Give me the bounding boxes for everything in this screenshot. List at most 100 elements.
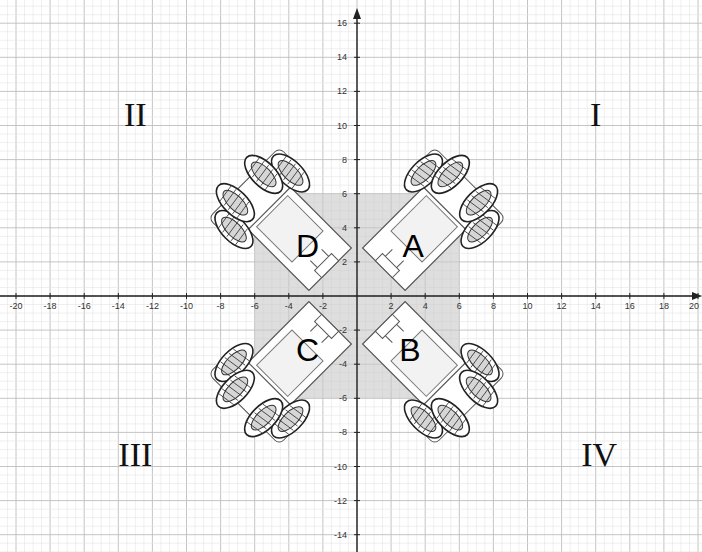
tick-mark	[595, 293, 596, 299]
wheel	[453, 177, 504, 228]
grid-line	[0, 500, 702, 501]
tick-mark	[354, 330, 360, 331]
axis-tick-label: -2	[319, 301, 327, 311]
robot-label: B	[399, 332, 420, 369]
robot-label: D	[296, 228, 319, 265]
tick-mark	[354, 398, 360, 399]
axis-tick-label: 12	[337, 86, 347, 96]
wheel	[238, 392, 289, 443]
robot-gripper	[375, 254, 399, 278]
wheel	[210, 364, 261, 415]
axis-tick-label: 8	[491, 301, 496, 311]
tick-mark	[186, 293, 187, 299]
axis-tick-label: -2	[339, 325, 347, 335]
wheel	[425, 149, 476, 200]
axis-tick-label: 16	[625, 301, 635, 311]
tick-mark	[220, 293, 221, 299]
grid-line	[0, 91, 702, 92]
quadrant-label: III	[118, 436, 152, 474]
axis-tick-label: 18	[659, 301, 669, 311]
axis-tick-label: -14	[334, 530, 347, 540]
axis-tick-label: 6	[342, 189, 347, 199]
axis-tick-label: -12	[146, 301, 159, 311]
tick-mark	[118, 293, 119, 299]
robot-label: A	[403, 228, 424, 265]
axis-tick-label: 20	[689, 301, 699, 311]
tick-mark	[527, 293, 528, 299]
tick-mark	[629, 293, 630, 299]
axis-tick-label: 4	[423, 301, 428, 311]
tick-mark	[391, 293, 392, 299]
wheel	[453, 364, 504, 415]
axis-tick-label: 10	[522, 301, 532, 311]
grid-line	[0, 159, 702, 160]
axis-arrow	[353, 8, 361, 19]
grid-line	[0, 423, 702, 424]
tick-mark	[84, 293, 85, 299]
grid-line	[0, 534, 702, 535]
grid-line	[0, 432, 702, 433]
robot-arm	[347, 286, 518, 457]
robot-label: C	[296, 332, 319, 369]
grid-line	[0, 483, 702, 484]
tick-mark	[425, 293, 426, 299]
wheel	[425, 392, 476, 443]
grid-line	[0, 31, 702, 32]
axis-tick-label: -18	[44, 301, 57, 311]
axis-tick-label: 16	[337, 18, 347, 28]
grid-line	[0, 82, 702, 83]
axis-tick-label: -6	[251, 301, 259, 311]
wheel	[210, 177, 261, 228]
tick-mark	[493, 293, 494, 299]
tick-mark	[254, 293, 255, 299]
tick-mark	[288, 293, 289, 299]
tick-mark	[561, 293, 562, 299]
tick-mark	[152, 293, 153, 299]
axis-tick-label: -8	[339, 427, 347, 437]
robot-arm	[196, 286, 367, 457]
axis-tick-label: -6	[339, 393, 347, 403]
tick-mark	[354, 159, 360, 160]
tick-mark	[16, 293, 17, 299]
grid-line	[0, 142, 702, 143]
tick-mark	[354, 364, 360, 365]
quadrant-label: II	[124, 96, 147, 134]
grid-line	[0, 415, 702, 416]
grid-line	[0, 6, 702, 7]
axis-tick-label: 10	[337, 121, 347, 131]
axis-tick-label: 4	[342, 223, 347, 233]
axis-tick-label: -14	[112, 301, 125, 311]
tick-mark	[663, 293, 664, 299]
grid-line	[0, 48, 702, 49]
tick-mark	[354, 91, 360, 92]
axis-tick-label: -10	[334, 462, 347, 472]
grid-line	[0, 296, 702, 297]
tick-mark	[698, 293, 699, 299]
grid-line	[0, 151, 702, 152]
axis-tick-label: -20	[9, 301, 22, 311]
grid-line	[0, 65, 702, 66]
grid-line	[0, 517, 702, 518]
grid-line	[0, 57, 702, 58]
axis-tick-label: 8	[342, 155, 347, 165]
tick-mark	[354, 57, 360, 58]
grid-line	[0, 492, 702, 493]
tick-mark	[354, 432, 360, 433]
grid-line	[357, 0, 358, 552]
axis-tick-label: 14	[591, 301, 601, 311]
robot-arm	[196, 135, 367, 306]
tick-mark	[354, 227, 360, 228]
axis-tick-label: 12	[557, 301, 567, 311]
axis-tick-label: -4	[339, 359, 347, 369]
axis-tick-label: -8	[217, 301, 225, 311]
axes	[0, 8, 702, 552]
axis-tick-label: 2	[342, 257, 347, 267]
robot-arm	[347, 135, 518, 306]
tick-mark	[354, 534, 360, 535]
grid-line	[0, 526, 702, 527]
grid-line	[0, 14, 702, 15]
axis-tick-label: 14	[337, 52, 347, 62]
wheel	[238, 149, 289, 200]
